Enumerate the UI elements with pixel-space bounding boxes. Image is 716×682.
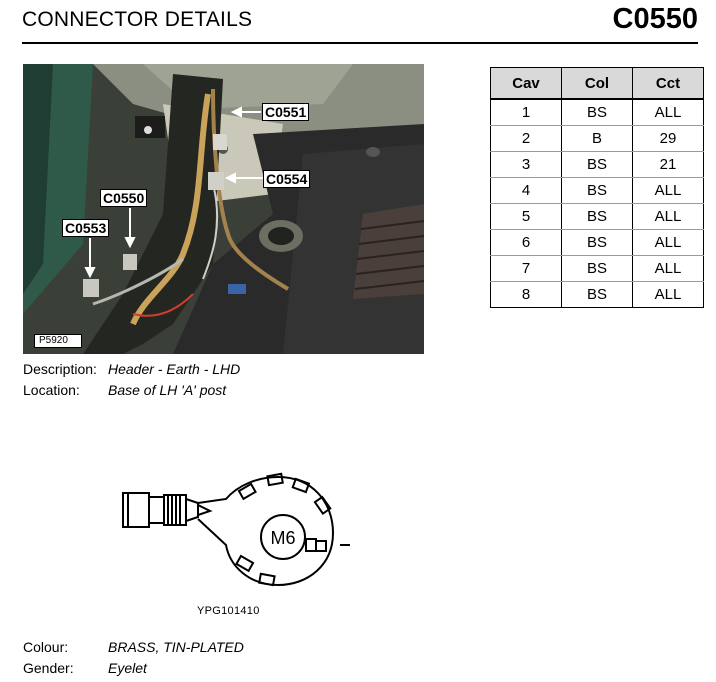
description-value: Header - Earth - LHD [108,361,241,377]
cell-cct: ALL [632,229,704,256]
connector-code: C0550 [612,3,698,35]
diagram-reference-code: YPG101410 [197,605,260,617]
header-rule [22,42,698,44]
table-row: 7 BS ALL [490,255,704,282]
cell-cct: 21 [632,151,704,178]
page-title: CONNECTOR DETAILS [22,8,253,31]
pin-table-header: Cav Col Cct [490,67,704,100]
table-row: 2 B 29 [490,125,704,152]
cell-cav: 3 [490,151,562,178]
cell-cav: 6 [490,229,562,256]
callout-c0553: C0553 [62,219,110,237]
cell-col: B [561,125,633,152]
cell-cav: 4 [490,177,562,204]
cell-col: BS [561,177,633,204]
colour-value: BRASS, TIN-PLATED [108,639,244,655]
cell-cav: 2 [490,125,562,152]
table-row: 6 BS ALL [490,229,704,256]
cell-cav: 1 [490,99,562,126]
cell-cct: 29 [632,125,704,152]
photo-reference-tag: P5920 [34,334,82,348]
callout-c0551: C0551 [262,103,310,121]
table-row: 3 BS 21 [490,151,704,178]
gender-row: Gender: Eyelet [23,660,147,676]
header-col: Col [561,67,633,100]
cell-cct: ALL [632,99,704,126]
description-label: Description: [23,361,97,377]
table-row: 8 BS ALL [490,281,704,308]
cell-cct: ALL [632,281,704,308]
callout-c0550: C0550 [100,189,148,207]
gender-value: Eyelet [108,660,147,676]
cell-col: BS [561,99,633,126]
cell-col: BS [561,281,633,308]
pin-table: Cav Col Cct 1 BS ALL 2 B 29 3 BS 21 4 BS… [490,67,704,308]
stud-size-label: M6 [270,528,295,548]
cell-cct: ALL [632,255,704,282]
cell-col: BS [561,151,633,178]
header-cav: Cav [490,67,562,100]
cell-cav: 8 [490,281,562,308]
gender-label: Gender: [23,660,74,676]
location-value: Base of LH 'A' post [108,382,227,398]
table-row: 4 BS ALL [490,177,704,204]
cell-col: BS [561,255,633,282]
location-label: Location: [23,382,80,398]
eyelet-terminal-diagram: M6 [118,455,358,590]
colour-row: Colour: BRASS, TIN-PLATED [23,639,244,655]
colour-label: Colour: [23,639,69,655]
cell-col: BS [561,229,633,256]
location-row: Location: Base of LH 'A' post [23,382,226,398]
cell-cav: 5 [490,203,562,230]
table-row: 5 BS ALL [490,203,704,230]
cell-cav: 7 [490,255,562,282]
table-row: 1 BS ALL [490,99,704,126]
description-row: Description: Header - Earth - LHD [23,361,240,377]
cell-cct: ALL [632,203,704,230]
location-photo: C0551 C0554 C0550 C0553 P5920 [23,64,424,354]
cell-cct: ALL [632,177,704,204]
cell-col: BS [561,203,633,230]
header-cct: Cct [632,67,704,100]
callout-c0554: C0554 [263,170,311,188]
